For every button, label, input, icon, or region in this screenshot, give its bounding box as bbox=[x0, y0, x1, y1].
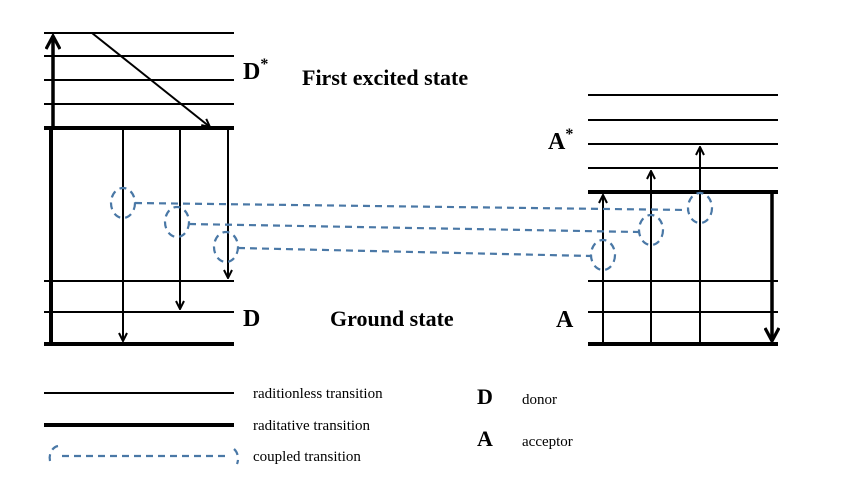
acceptor-ground-label: A bbox=[556, 307, 574, 333]
legend: raditionless transition raditative trans… bbox=[44, 384, 573, 465]
legend-coupled-left-arc bbox=[48, 444, 59, 462]
legend-thin-line-label: raditionless transition bbox=[253, 386, 383, 402]
acceptor-excited-levels bbox=[588, 94, 778, 194]
donor-ground-label: D bbox=[243, 306, 260, 332]
legend-acceptor-meaning: acceptor bbox=[522, 434, 573, 450]
coupled-transitions bbox=[109, 186, 714, 272]
donor-ground-levels bbox=[44, 280, 234, 346]
coupling-line bbox=[237, 246, 592, 258]
coupling-circle bbox=[163, 205, 191, 239]
legend-coupled-right-arc bbox=[233, 448, 240, 465]
legend-acceptor-letter: A bbox=[477, 426, 493, 451]
legend-donor-letter: D bbox=[477, 384, 493, 409]
donor-excited-label: D* bbox=[243, 56, 268, 85]
excited-state-title: First excited state bbox=[302, 65, 468, 90]
donor-excited-levels bbox=[44, 32, 234, 130]
legend-donor-meaning: donor bbox=[522, 392, 557, 408]
acceptor-ground-levels bbox=[588, 280, 778, 346]
coupling-line bbox=[188, 222, 640, 234]
coupling-line bbox=[134, 201, 689, 212]
legend-coupled-label: coupled transition bbox=[253, 449, 361, 465]
acceptor-excited-label: A* bbox=[548, 126, 573, 155]
coupling-circle bbox=[637, 213, 665, 247]
legend-thick-line-label: raditative transition bbox=[253, 418, 371, 434]
legend-coupled-swatch bbox=[48, 444, 240, 465]
ground-state-title: Ground state bbox=[330, 306, 454, 331]
coupling-circle bbox=[212, 230, 240, 264]
donor-relaxation-arrow bbox=[91, 32, 210, 127]
coupling-circle bbox=[686, 191, 714, 225]
